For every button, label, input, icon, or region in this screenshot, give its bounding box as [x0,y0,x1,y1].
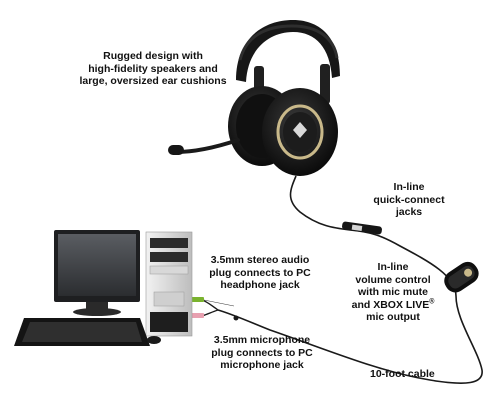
callout-stereo-plug-line-2: plug connects to PC [209,266,311,279]
ear-cup-ring [276,104,324,160]
logo-mark [293,122,307,138]
callout-cable: 10-foot cable [370,368,435,381]
callout-mic-plug-line-2: plug connects to PC [211,346,313,359]
headband [236,20,340,82]
callout-mic-plug-line-3: microphone jack [220,359,304,371]
callout-stereo-plug-line-1: 3.5mm stereo audio [210,254,310,266]
mic-boom [174,138,240,154]
mic-plug [190,313,204,318]
callout-mic-plug: 3.5mm microphone plug connects to PC mic… [204,334,320,372]
desktop-computer [14,230,193,346]
callout-design-line-3: large, oversized ear cushions [79,75,227,87]
headset [168,20,340,176]
callout-quick-connect-line-2: quick-connect [373,193,445,206]
callout-volume-control-line-5: mic output [366,311,420,323]
callout-volume-control-line-3: with mic mute [357,286,428,298]
callout-volume-control-line-1: In-line [377,261,409,273]
registered-mark: ® [429,298,435,305]
callout-volume-control-line-2: volume control [355,273,431,286]
headset-cable [217,175,483,384]
callout-cable-line-1: 10-foot cable [370,368,435,380]
callout-volume-control: In-line volume control with mic mute and… [348,261,438,324]
callout-quick-connect-line-1: In-line [393,181,425,193]
volume-control [444,261,479,293]
callout-stereo-plug: 3.5mm stereo audio plug connects to PC h… [202,254,318,292]
callout-design-line-1: Rugged design with [103,50,203,62]
callout-design-line-2: high-fidelity speakers and [88,62,218,75]
callout-quick-connect-line-3: jacks [395,206,423,218]
stereo-plug [190,297,204,302]
callout-stereo-plug-line-3: headphone jack [220,279,300,291]
callout-design: Rugged design with high-fidelity speaker… [78,50,228,88]
callout-mic-plug-line-1: 3.5mm microphone [213,334,311,346]
callout-quick-connect: In-line quick-connect jacks [370,181,448,219]
mouse [147,336,161,344]
callout-volume-control-line-4: and XBOX LIVE [351,298,430,311]
